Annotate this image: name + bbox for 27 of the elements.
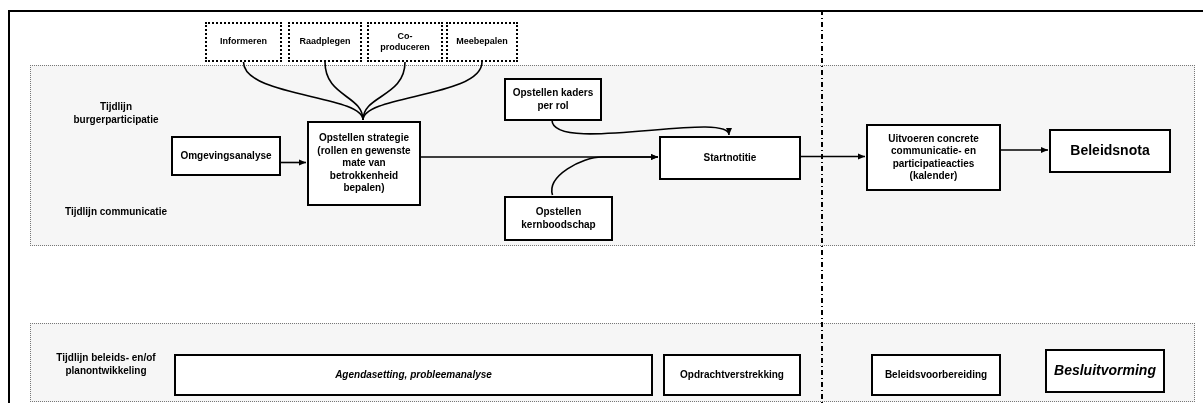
arrow xyxy=(799,153,866,160)
phase-box: Beleidsvoorbereiding xyxy=(871,354,1001,396)
process-box: Uitvoeren concrete communicatie- en participatieacties (kalender) xyxy=(866,124,1001,191)
lane-label: Tijdlijn communicatie xyxy=(63,206,169,219)
process-box: Startnotitie xyxy=(659,136,801,180)
dashed-box: Informeren xyxy=(205,22,282,62)
timeline-band xyxy=(30,323,1195,402)
timeline-band xyxy=(30,65,1195,246)
arrow xyxy=(279,159,307,166)
dashed-box: Co-produceren xyxy=(367,22,443,62)
process-box: Opstellen kernboodschap xyxy=(504,196,613,241)
dashed-box: Meebepalen xyxy=(446,22,518,62)
phase-box: Opdrachtverstrekking xyxy=(663,354,801,396)
lane-label: Tijdlijn burgerparticipatie xyxy=(72,101,160,126)
result-box: Beleidsnota xyxy=(1049,129,1171,173)
dashed-box: Raadplegen xyxy=(288,22,362,62)
arrow xyxy=(551,154,659,196)
connector-line xyxy=(362,61,406,121)
connector-line xyxy=(362,61,483,121)
arrow xyxy=(551,119,730,136)
lane-label: Tijdlijn beleids- en/of planontwikkeling xyxy=(55,352,157,377)
result-box: Besluitvorming xyxy=(1045,349,1165,393)
phase-box: Agendasetting, probleemanalyse xyxy=(174,354,653,396)
process-box: Opstellen kaders per rol xyxy=(504,78,602,121)
process-box: Omgevingsanalyse xyxy=(171,136,281,176)
process-box: Opstellen strategie (rollen en gewenste mate van betrokkenheid bepalen) xyxy=(307,121,421,206)
arrow xyxy=(999,147,1049,153)
